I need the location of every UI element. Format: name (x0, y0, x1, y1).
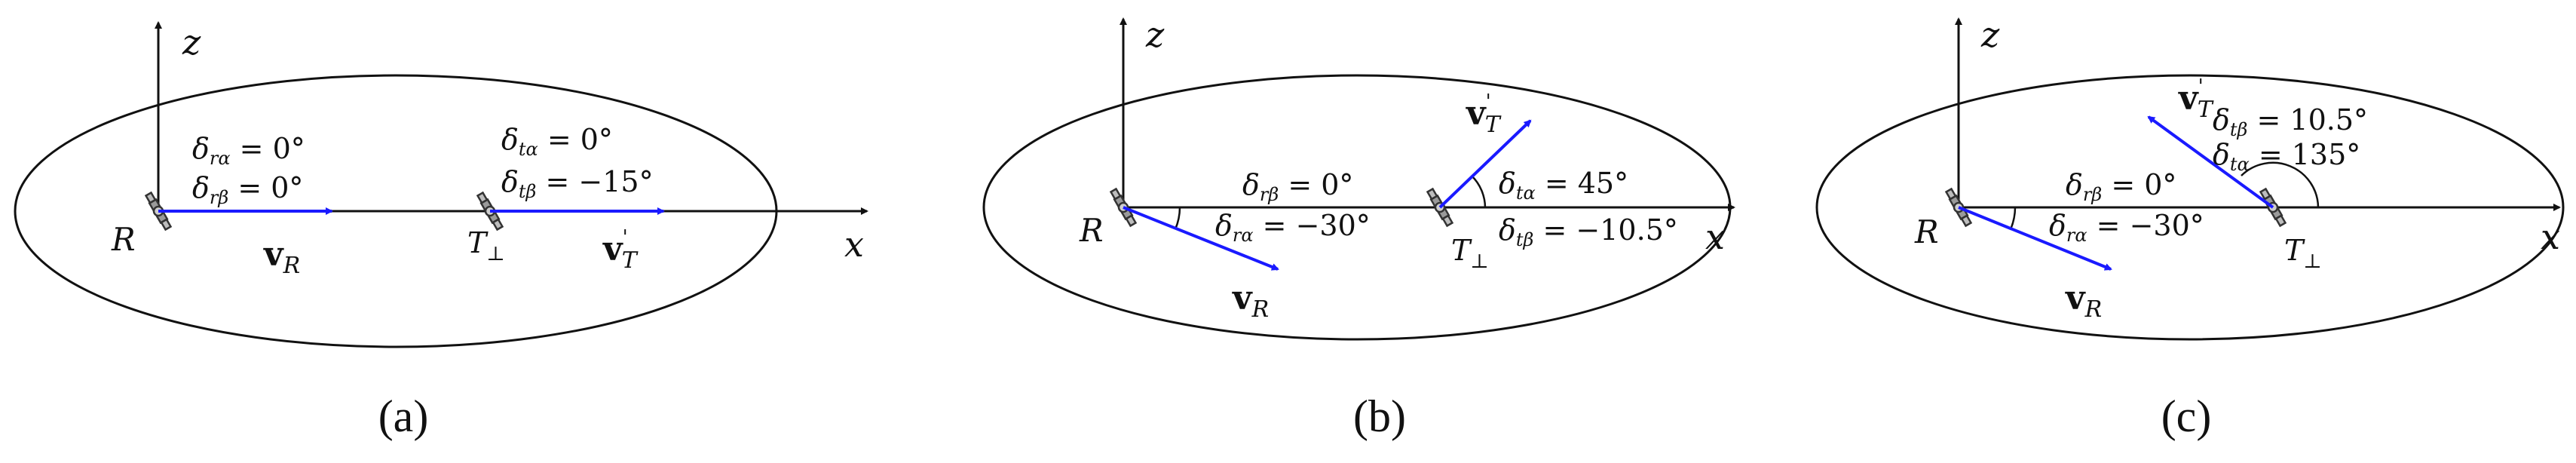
transmitter-angle-arc (2241, 161, 2320, 208)
transmitter-velocity-vector (2147, 115, 2274, 209)
receiver-velocity-label: vR (1232, 279, 1269, 323)
transmitter-label: T⊥ (467, 226, 505, 265)
annotation-delta-t-beta: δtβ = 10.5° (2213, 103, 2368, 140)
receiver-velocity-vector (1958, 206, 2112, 271)
annotation-delta-r-alpha: δrα = −30° (2049, 209, 2204, 246)
annotation-delta-r-alpha: δrα = 0° (192, 132, 305, 169)
x-axis-label: x (844, 224, 864, 265)
receiver-angle-arc (2009, 207, 2017, 230)
receiver-label: R (111, 221, 136, 258)
annotation-delta-t-beta: δtβ = −15° (501, 165, 654, 202)
annotation-delta-r-beta: δrβ = 0° (1242, 168, 1353, 205)
annotation-delta-r-beta: δrβ = 0° (192, 171, 303, 208)
annotation-delta-t-alpha: δtα = 135° (2213, 138, 2360, 175)
panel-caption-a: (a) (378, 391, 429, 441)
receiver-angle-arc (1174, 207, 1181, 230)
receiver-label: R (1079, 212, 1104, 249)
z-axis-label: z (1980, 14, 2000, 55)
transmitter-velocity-label: v'T (1466, 90, 1502, 138)
transmitter-velocity-label: v'T (602, 226, 639, 274)
transmitter-angle-arc (1471, 175, 1487, 208)
transmitter-label: T⊥ (2284, 234, 2322, 273)
transmitter-velocity-label: v'T (2178, 75, 2214, 123)
annotation-delta-t-alpha: δtα = 0° (501, 123, 613, 160)
receiver-label: R (1914, 213, 1939, 250)
panel-caption-c: (c) (2161, 391, 2212, 441)
panel-a: z x R T⊥ vR v'T δrα = 0° δrβ = 0° δtα = … (14, 21, 868, 441)
panel-c: z x R T⊥ vR v'T δrβ = 0° δrα = −30° δtβ … (1815, 14, 2565, 441)
receiver-velocity-label: vR (2065, 279, 2102, 323)
annotation-delta-t-beta: δtβ = −10.5° (1499, 213, 1678, 250)
x-axis-label: x (1705, 216, 1725, 257)
receiver-velocity-label: vR (263, 235, 300, 279)
annotation-delta-r-beta: δrβ = 0° (2066, 168, 2176, 205)
z-axis-label: z (182, 22, 201, 63)
x-axis-label: x (2541, 216, 2560, 257)
annotation-delta-t-alpha: δtα = 45° (1499, 167, 1628, 204)
z-axis-label: z (1145, 14, 1165, 55)
annotation-delta-r-alpha: δrα = −30° (1215, 209, 1371, 246)
ellipse-boundary (1815, 74, 2565, 341)
panel-b: z x R T⊥ vR v'T δrβ = 0° δrα = −30° δtα … (982, 14, 1735, 441)
transmitter-velocity-vector (1438, 119, 1532, 209)
panel-caption-b: (b) (1353, 391, 1406, 441)
transmitter-label: T⊥ (1451, 234, 1489, 273)
receiver-velocity-vector (1123, 206, 1279, 271)
